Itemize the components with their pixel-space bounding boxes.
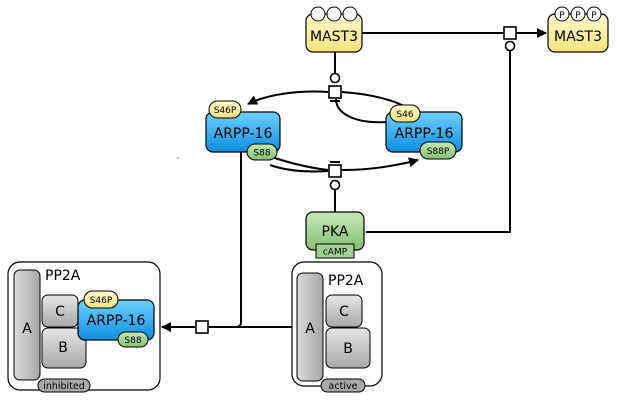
process-node-s88 (328, 164, 342, 178)
unit-label: cAMP (323, 248, 348, 258)
arpp16-s46p: S46P S88 ARPP-16 (205, 100, 281, 161)
edge-arpp16-to-complex (209, 152, 242, 328)
process-node-s46 (328, 85, 342, 99)
process-node-mast3 (503, 26, 517, 40)
site-label: S88P (427, 147, 450, 157)
catalysis-markers (329, 40, 516, 191)
node-label: MAST3 (554, 29, 602, 45)
subunit-label: B (343, 341, 353, 357)
node-label: ARPP-16 (214, 126, 273, 142)
state-variable-label: P (559, 11, 565, 21)
state-variable (310, 6, 326, 22)
mast3-unphosphorylated: MAST3 (305, 6, 363, 53)
subunit-label: A (22, 321, 32, 337)
state-label: inhibited (43, 381, 85, 392)
catalysis-circle-pka-mast3 (504, 40, 516, 52)
catalysis-circle-mast3 (329, 72, 341, 84)
subunit-label: B (58, 340, 68, 356)
site-label: S88 (253, 149, 270, 159)
subunit-label: C (55, 304, 65, 320)
stray-dot (176, 156, 180, 160)
state-variable (326, 6, 342, 22)
edge-s88-arc-left (269, 164, 329, 173)
mast3-phosphorylated: P P P MAST3 (547, 6, 609, 53)
node-label: ARPP-16 (395, 126, 454, 142)
pp2a-active-complex: PP2A A C B active (291, 261, 383, 393)
edge-s46-consume (335, 98, 388, 124)
site-label: S46P (90, 296, 113, 306)
node-label: PKA (322, 224, 349, 240)
catalysis-circle-pka-s88 (329, 179, 341, 191)
pka-node: cAMP PKA (305, 211, 365, 259)
process-node-complex (195, 320, 209, 334)
process-nodes (195, 26, 517, 334)
process-ticks (330, 100, 340, 163)
subunit-label: C (339, 304, 349, 320)
pp2a-inhibited-complex: PP2A A C B S46P S88 ARPP-16 inhibited (7, 261, 161, 393)
state-variable-label: P (591, 11, 597, 21)
node-label: MAST3 (310, 29, 358, 45)
state-label: active (329, 381, 358, 392)
subunit-label: A (305, 321, 315, 337)
edge-s46-produce (247, 90, 329, 105)
state-variable (342, 6, 358, 22)
site-label: S88 (124, 336, 141, 346)
complex-title: PP2A (328, 273, 364, 289)
site-label: S46P (214, 106, 237, 116)
edge-pka-catalysis-mast3 (366, 50, 511, 233)
state-variable-label: P (575, 11, 581, 21)
node-label: ARPP-16 (87, 313, 146, 329)
edge-s88-produce (341, 157, 419, 171)
complex-title: PP2A (45, 268, 81, 284)
site-label: S46 (396, 110, 413, 120)
edges (161, 28, 547, 332)
arpp16-s88p: S46 S88P ARPP-16 (385, 104, 463, 160)
